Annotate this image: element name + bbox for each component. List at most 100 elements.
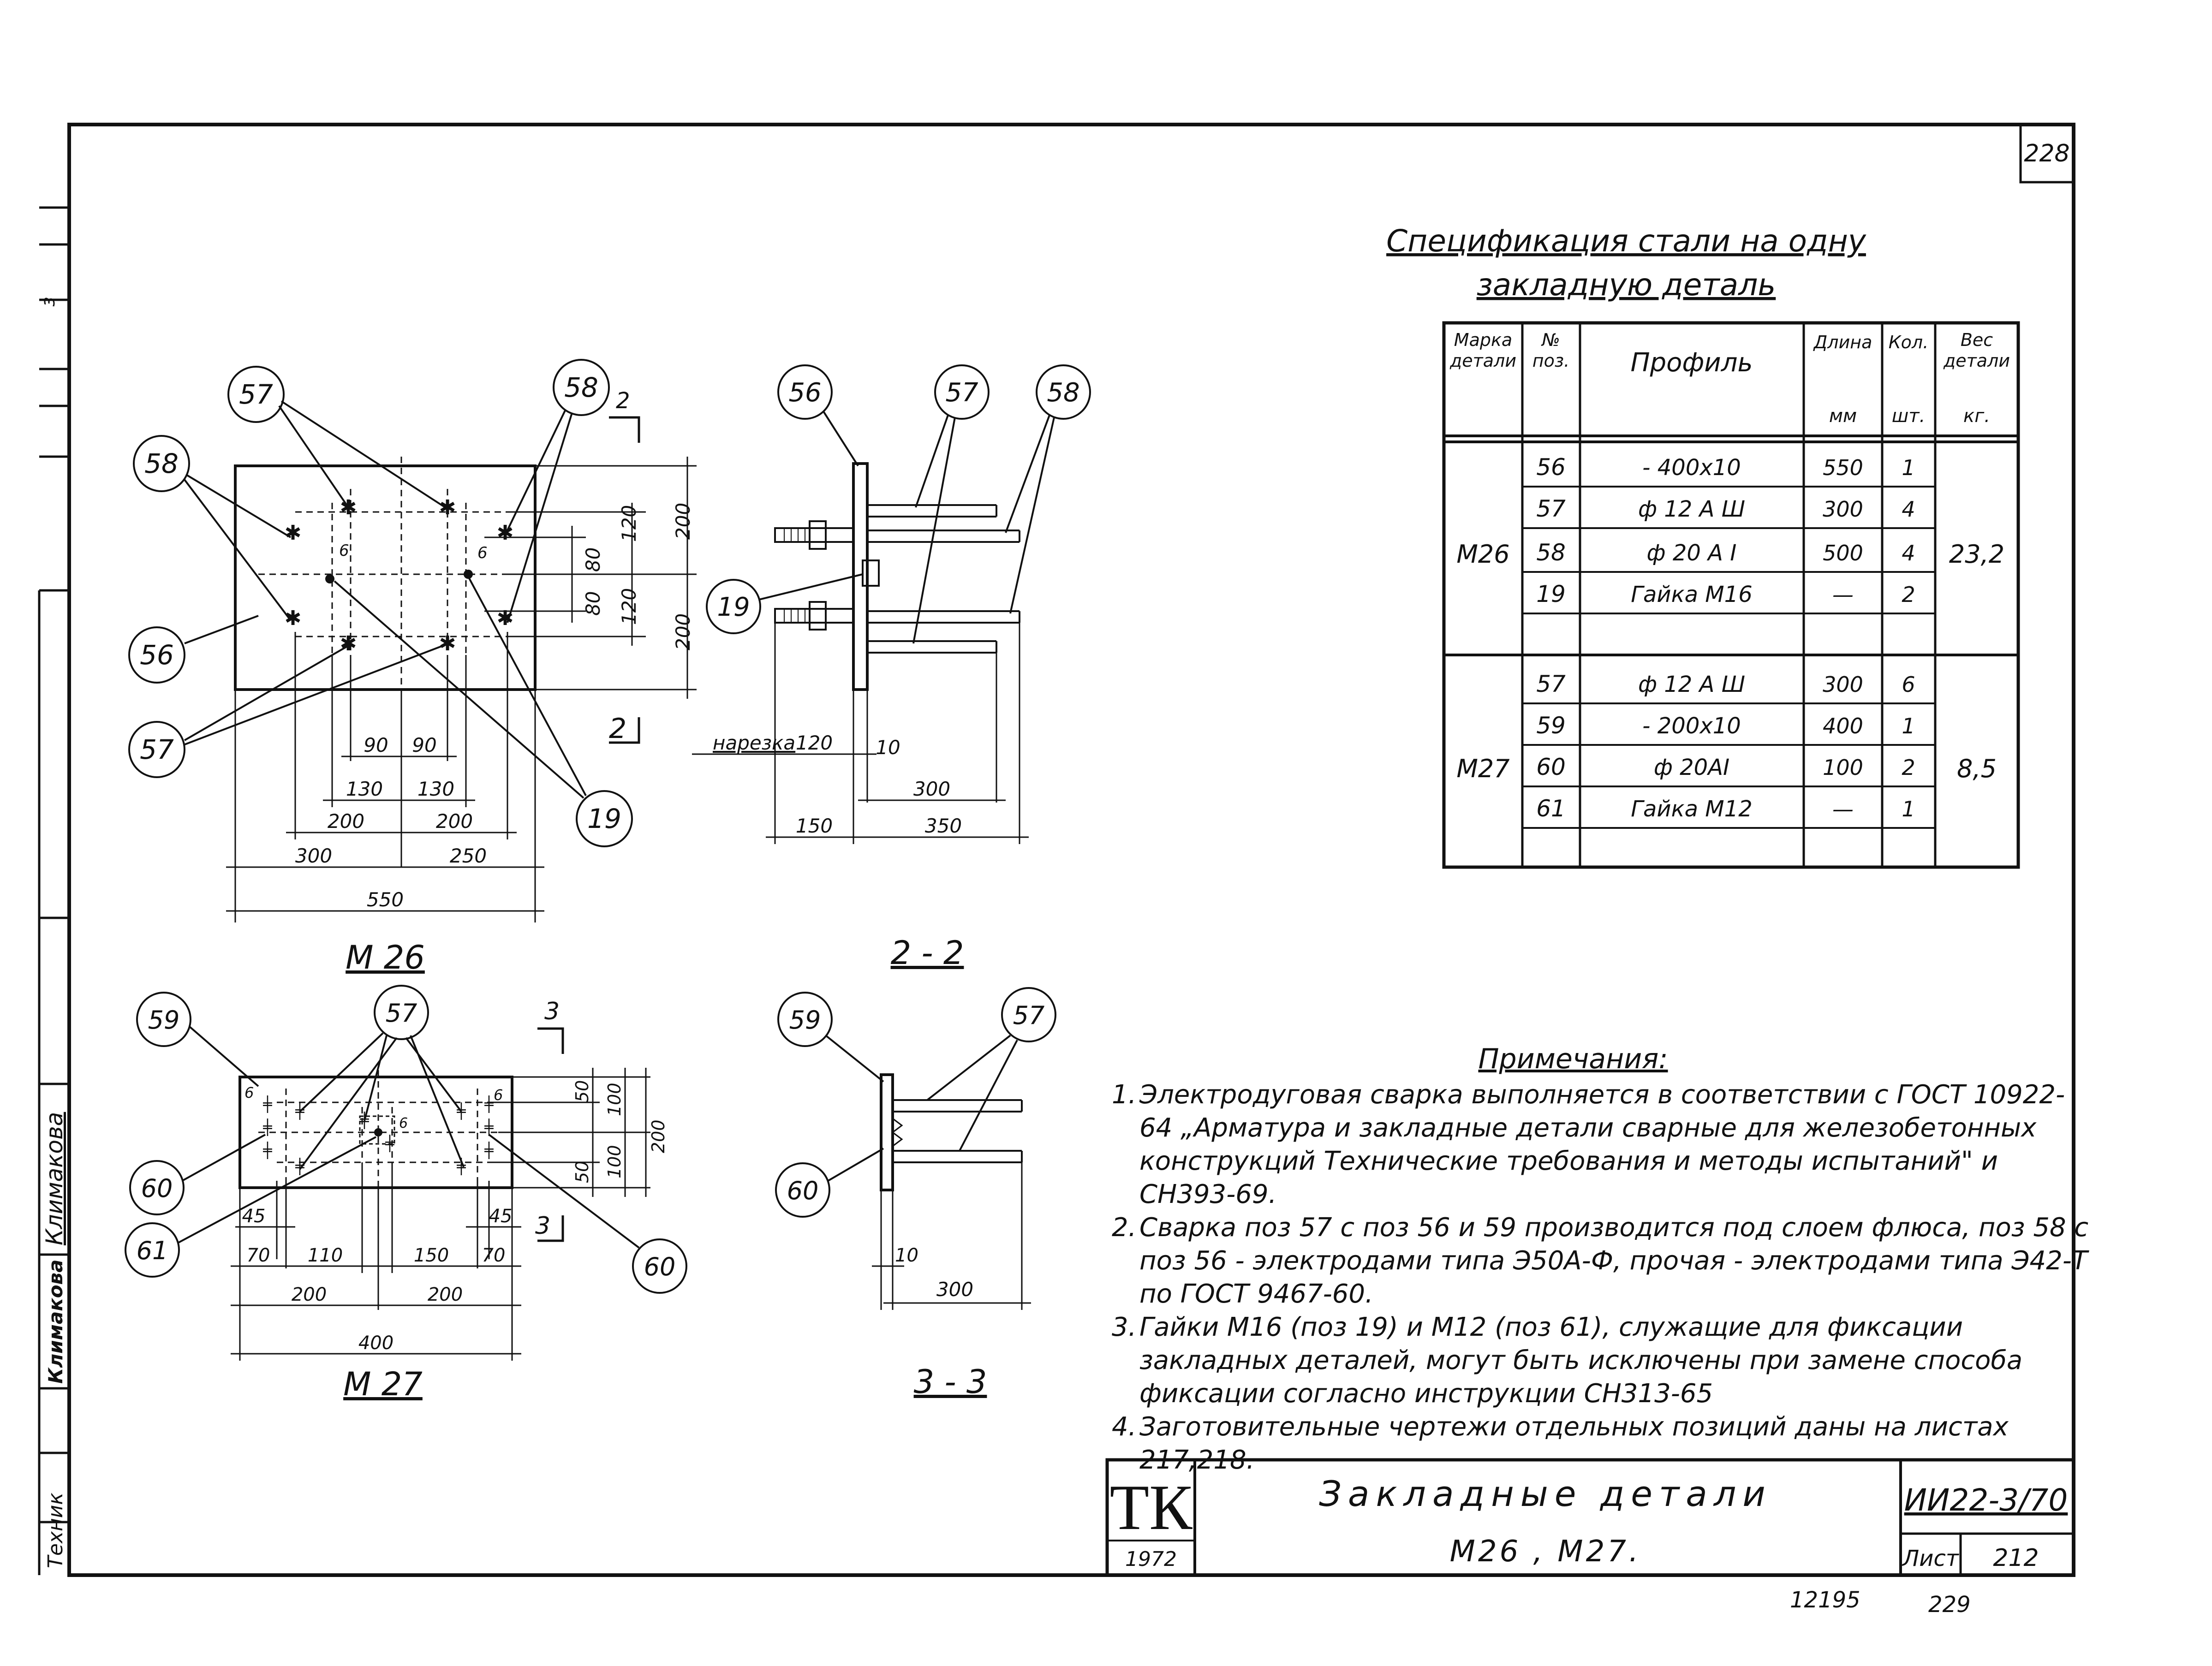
weld-mark-icon: ✱ <box>285 607 302 630</box>
table-row: 61 Гайка М12 — 1 <box>1536 795 1915 822</box>
callout-label: 57 <box>945 378 978 408</box>
dim-text: 10 <box>876 736 900 759</box>
note-text: Сварка поз 57 с поз 56 и 59 производится… <box>1139 1213 2089 1309</box>
list-item: 1. Электродуговая сварка выполняется в с… <box>1112 1078 2090 1211</box>
cut-mark: 3 <box>535 1212 550 1240</box>
cell-length: — <box>1832 582 1854 607</box>
section-3-3: 10 300 59 57 60 3 - 3 <box>775 987 1056 1401</box>
cell-pos: 57 <box>1536 495 1566 522</box>
weld-mark-icon: ╪ <box>385 1134 394 1152</box>
cell-length: 300 <box>1823 672 1863 697</box>
title-year: 1972 <box>1125 1547 1177 1571</box>
cell-length: 300 <box>1823 497 1863 522</box>
cell-pos: 56 <box>1536 454 1566 481</box>
callout-label: 58 <box>1047 378 1079 408</box>
cell-qty: 6 <box>1902 672 1915 697</box>
dim-text: 150 <box>414 1245 449 1266</box>
cell-profile: ф 12 А Ш <box>1638 672 1745 697</box>
cell-qty: 4 <box>1902 497 1915 522</box>
dim-text: 130 <box>346 778 383 800</box>
cell-length: 550 <box>1823 455 1863 480</box>
drawing-label: М 27 <box>343 1365 423 1403</box>
note-number: 2. <box>1112 1213 1137 1243</box>
spec-title-line2: закладную деталь <box>1477 267 1776 303</box>
weld-mark-icon: ✱ <box>285 521 302 545</box>
dim-text: 120 <box>796 732 833 754</box>
dim-text: 45 <box>489 1206 513 1227</box>
note-number: 4. <box>1112 1412 1137 1442</box>
dim-text: 400 <box>358 1333 394 1354</box>
dim-text: 200 <box>292 1284 327 1305</box>
sheet-label: Лист <box>1902 1546 1960 1571</box>
weld-size: 6 <box>494 1086 503 1104</box>
table-row: 57 ф 12 А Ш 300 6 <box>1536 671 1915 697</box>
series-code: ИИ22-3/70 <box>1904 1482 2068 1518</box>
dim-text: 50 <box>572 1080 592 1102</box>
header-qty-unit: шт. <box>1892 405 1926 427</box>
drawing-label: М 26 <box>346 939 425 976</box>
sheet-number: 212 <box>1993 1544 2039 1572</box>
sheet-frame <box>38 123 2075 1577</box>
callout-label: 58 <box>144 448 179 479</box>
weld-size: 6 <box>399 1115 408 1131</box>
m26-anchor-marks: ✱ ✱ ✱ ✱ ✱ ✱ ✱ ✱ <box>285 496 514 655</box>
weld-size: 6 <box>339 541 349 560</box>
group-mark: М27 <box>1456 754 1509 783</box>
cut-mark: 2 <box>609 713 626 745</box>
callout-label: 57 <box>239 379 273 410</box>
dim-text: 200 <box>428 1284 463 1305</box>
weld-size: 6 <box>244 1084 254 1101</box>
stamp-signature: Климакова <box>44 1260 67 1384</box>
stamp-name: Климакова <box>41 1112 68 1245</box>
callout-label: 58 <box>564 372 598 403</box>
spec-group-m27: М27 8,5 57 ф 12 А Ш 300 6 59 - 200х10 40… <box>1456 671 1997 822</box>
nut-m16-icon <box>325 574 334 583</box>
spec-table <box>1442 321 2020 869</box>
drawing-m26: ✱ ✱ ✱ ✱ ✱ ✱ ✱ ✱ 6 6 120 80 <box>128 359 697 976</box>
note-text: Гайки М16 (поз 19) и М12 (поз 61), служа… <box>1139 1312 2023 1409</box>
callout-label: 60 <box>787 1176 819 1205</box>
weld-mark-icon: ╪ <box>456 1157 466 1175</box>
note-number: 3. <box>1112 1312 1137 1342</box>
weld-mark-icon: ╪ <box>484 1118 494 1136</box>
nut-m16-icon <box>464 570 473 579</box>
weld-size: 6 <box>477 544 488 562</box>
cell-pos: 61 <box>1536 795 1566 822</box>
title-block <box>1105 1458 2075 1577</box>
cell-qty: 1 <box>1902 797 1915 821</box>
dim-text: 120 <box>618 505 640 542</box>
dim-text: 200 <box>672 613 694 650</box>
cell-profile: ф 20АI <box>1654 755 1729 780</box>
cell-qty: 2 <box>1902 755 1915 780</box>
dim-text: 550 <box>367 888 404 911</box>
dim-text: 200 <box>328 810 364 833</box>
cell-pos: 59 <box>1536 712 1566 739</box>
header-mark-2: детали <box>1449 351 1516 371</box>
note-number: 1. <box>1112 1080 1137 1110</box>
dim-text: 100 <box>604 1083 625 1116</box>
header-profile: Профиль <box>1631 348 1753 378</box>
dim-text: 90 <box>412 734 436 756</box>
header-weight-1: Вес <box>1961 330 1993 350</box>
callout-label: 56 <box>140 639 174 671</box>
cut-mark: 2 <box>616 388 630 414</box>
callout-label: 60 <box>644 1252 676 1281</box>
header-weight-unit: кг. <box>1963 405 1990 427</box>
dim-text: 70 <box>247 1245 270 1266</box>
weld-mark-icon: ╪ <box>262 1095 272 1113</box>
header-qty: Кол. <box>1889 332 1929 352</box>
callout-label: 56 <box>788 378 821 408</box>
header-pos-1: № <box>1541 330 1560 350</box>
cell-length: 100 <box>1823 755 1863 780</box>
cell-qty: 2 <box>1902 582 1915 607</box>
dim-text: 110 <box>308 1245 343 1266</box>
group-weight: 23,2 <box>1949 540 2004 569</box>
weld-mark-icon: ╪ <box>295 1157 304 1175</box>
dim-text: 80 <box>582 591 604 616</box>
page-number: 229 <box>1928 1592 1971 1618</box>
callout-label: 60 <box>141 1174 173 1203</box>
title-line2: М26 , М27. <box>1450 1535 1641 1569</box>
dim-text: 200 <box>672 503 694 540</box>
dim-text: 200 <box>436 810 473 833</box>
callout-label: 59 <box>789 1006 821 1035</box>
